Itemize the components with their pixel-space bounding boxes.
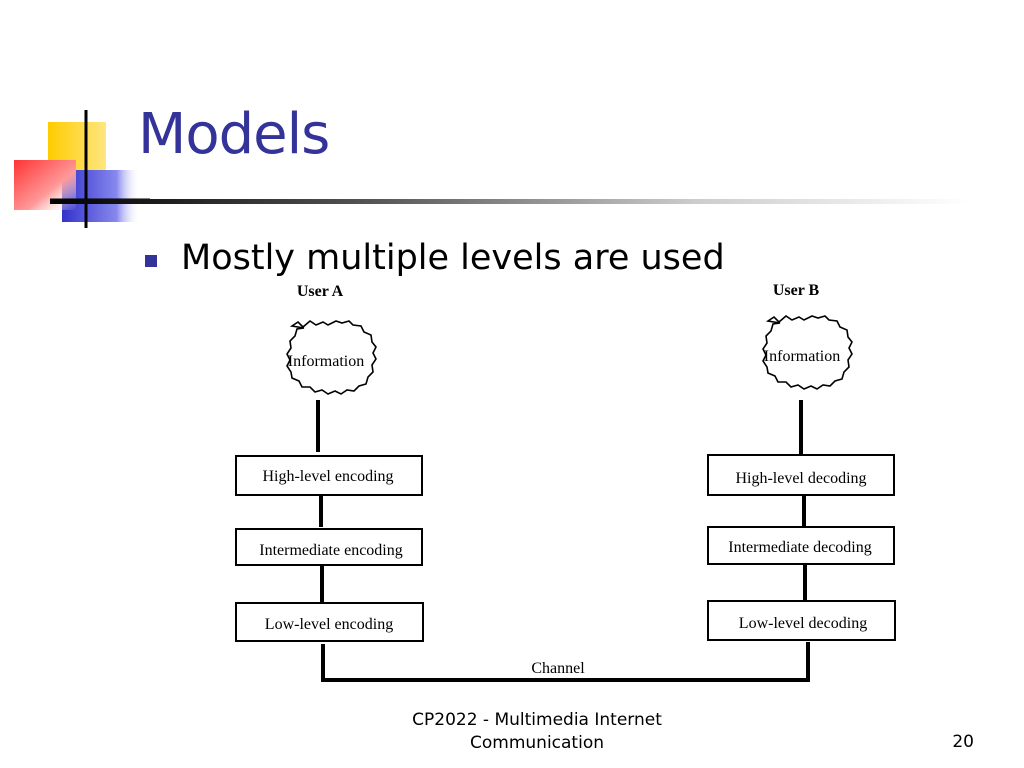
encoding-label-high: High-level encoding xyxy=(262,468,393,485)
user-a-label: User A xyxy=(297,283,344,300)
decoding-label-low: Low-level decoding xyxy=(739,615,867,632)
encoding-box-high xyxy=(235,455,423,496)
channel-label: Channel xyxy=(531,660,585,677)
encoding-box-low xyxy=(235,602,424,642)
encoding-label-low: Low-level encoding xyxy=(265,616,393,633)
bullet-marker xyxy=(145,255,157,267)
decoding-box-low xyxy=(707,600,896,641)
decoding-label-intermediate: Intermediate decoding xyxy=(728,539,872,556)
footer-text: CP2022 - Multimedia Internet Communicati… xyxy=(412,710,662,753)
decoding-box-intermediate xyxy=(707,526,895,565)
information-label-b: Information xyxy=(764,348,840,365)
channel-line xyxy=(321,642,810,682)
encoding-label-intermediate: Intermediate encoding xyxy=(259,542,403,559)
bullet-text: Mostly multiple levels are used xyxy=(181,238,725,278)
information-cloud-b xyxy=(762,314,853,390)
encoding-box-intermediate xyxy=(235,528,423,566)
information-label-a: Information xyxy=(288,353,364,370)
page-number: 20 xyxy=(952,732,974,752)
slide-title: Models xyxy=(138,102,330,167)
decoding-label-high: High-level decoding xyxy=(735,470,866,487)
decoding-box-high xyxy=(707,454,895,496)
information-cloud-a xyxy=(286,319,377,395)
user-b-label: User B xyxy=(773,282,820,299)
title-underline xyxy=(50,199,970,204)
